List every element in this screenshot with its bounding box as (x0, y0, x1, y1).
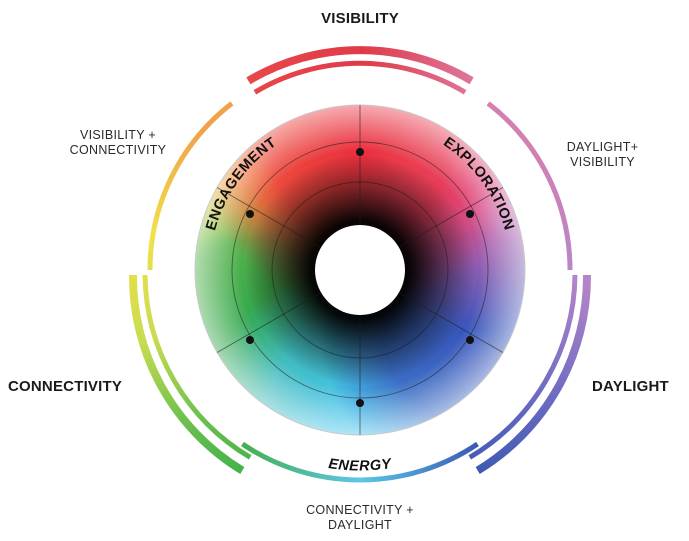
node-visibility-connectivity (246, 210, 254, 218)
node-connectivity (246, 336, 254, 344)
visibility-arc-inner (253, 60, 467, 95)
visibility-arc-outer (246, 46, 474, 85)
center-hole (315, 225, 405, 315)
connectivity-label: CONNECTIVITY (8, 378, 123, 395)
energy-arc (241, 441, 479, 483)
node-connectivity-daylight (356, 399, 364, 407)
color-disc (195, 105, 525, 435)
connectivity-arc-outer (128, 274, 245, 475)
visibility-label: VISIBILITY (321, 10, 399, 27)
daylight-label: DAYLIGHT (592, 378, 669, 395)
exploration-arc (486, 101, 573, 271)
node-visibility (356, 148, 364, 156)
daylight-visibility-label: DAYLIGHT+ VISIBILITY (566, 140, 639, 169)
connectivity-arc-inner (142, 274, 252, 460)
radial-dividers (216, 105, 504, 435)
daylight-arc-inner (468, 274, 578, 460)
visibility-connectivity-label: VISIBILITY + CONNECTIVITY (69, 128, 167, 157)
energy-label: ENERGY (327, 456, 393, 475)
daylight-arc-outer (475, 274, 592, 475)
connectivity-daylight-label: CONNECTIVITY + DAYLIGHT (306, 503, 414, 532)
node-daylight (466, 336, 474, 344)
engagement-arc (147, 101, 234, 271)
node-daylight-visibility (466, 210, 474, 218)
